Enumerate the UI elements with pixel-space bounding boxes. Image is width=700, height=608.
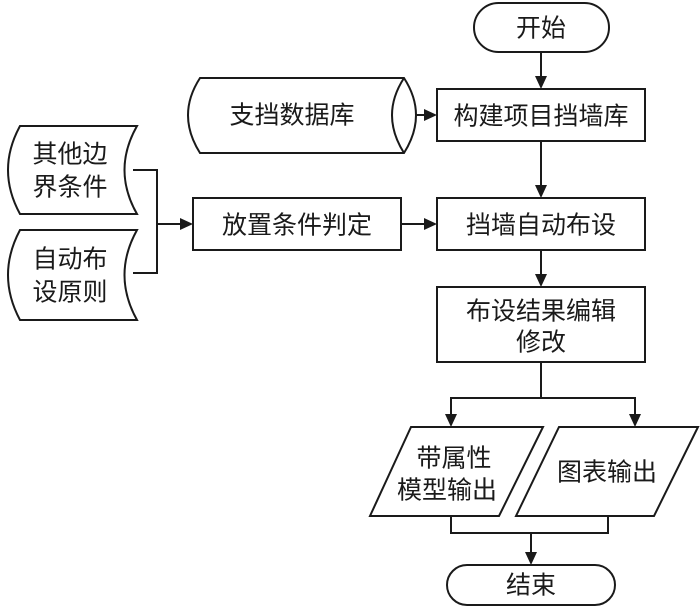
arrowhead [535, 76, 547, 89]
end-label: 结束 [506, 571, 556, 600]
placement-condition-label: 放置条件判定 [222, 211, 372, 240]
edge-outputs-merge [450, 516, 609, 534]
build-library-label: 构建项目挡墙库 [453, 102, 628, 131]
chart-output-node: 图表输出 [514, 426, 700, 517]
auto-layout-label: 挡墙自动布设 [466, 211, 616, 240]
other-bc-label-line1: 其他边 [32, 140, 107, 169]
auto-rule-label-line2: 设原则 [32, 278, 107, 307]
edit-label-line1: 布设结果编辑 [466, 297, 616, 326]
other-boundary-conditions-node: 其他边 界条件 [7, 125, 139, 215]
model-output-label-line1: 带属性 [416, 444, 491, 473]
chart-output-label: 图表输出 [557, 458, 657, 487]
edit-results-node: 布设结果编辑 修改 [436, 286, 646, 363]
placement-condition-node: 放置条件判定 [192, 197, 402, 251]
auto-rule-label-line1: 自动布 [32, 245, 107, 274]
arrowhead [424, 218, 437, 230]
arrowhead [535, 274, 547, 287]
arrowhead [525, 552, 537, 565]
model-output-label-line2: 模型输出 [397, 476, 497, 505]
build-library-node: 构建项目挡墙库 [436, 88, 646, 142]
connectors [133, 52, 641, 565]
model-output-node: 带属性 模型输出 [368, 426, 545, 517]
start-node: 开始 [473, 2, 610, 53]
edge-split [450, 397, 636, 418]
wall-database-label: 支挡数据库 [229, 101, 354, 130]
arrowhead [445, 414, 457, 427]
start-label: 开始 [516, 14, 566, 43]
edge-docs-merge [133, 169, 158, 274]
end-node: 结束 [446, 564, 616, 606]
arrowhead [535, 185, 547, 198]
other-bc-label-line2: 界条件 [32, 173, 107, 202]
arrowhead [180, 218, 193, 230]
wall-database-node: 支挡数据库 [187, 77, 417, 154]
arrowhead [424, 109, 437, 121]
arrowhead [629, 414, 641, 427]
auto-layout-principles-node: 自动布 设原则 [7, 229, 139, 321]
edit-label-line2: 修改 [516, 328, 566, 357]
auto-layout-node: 挡墙自动布设 [436, 197, 646, 251]
